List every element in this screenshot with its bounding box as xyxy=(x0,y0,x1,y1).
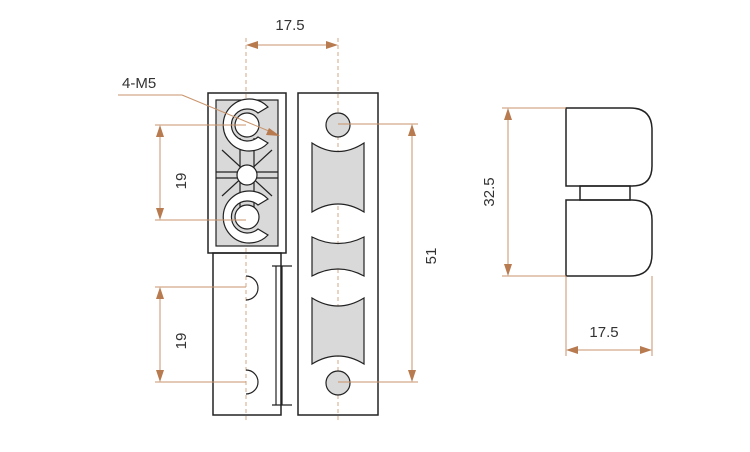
dim-upper-holes: 19 xyxy=(155,124,246,221)
left-lower-leaf-outline xyxy=(212,252,282,416)
dim-side-width: 17.5 xyxy=(565,276,653,356)
right-knuckle-2 xyxy=(311,236,365,278)
right-bottom-hole xyxy=(325,370,351,396)
lower-top-slot xyxy=(245,275,259,301)
left-lower-leaf xyxy=(212,252,292,416)
side-middle-gap xyxy=(579,185,631,201)
side-lower-block xyxy=(565,199,653,277)
thread-callout: 4-M5 xyxy=(118,75,280,136)
side-upper-block xyxy=(565,107,653,187)
thread-label: 4-M5 xyxy=(122,75,156,92)
dim-top-width: 17.5 xyxy=(246,17,338,49)
bottom-screw-hole xyxy=(234,204,260,230)
left-upper-leaf xyxy=(207,92,287,254)
lower-bottom-slot xyxy=(245,369,259,395)
right-leaf-outline xyxy=(297,92,379,416)
dim-lower-holes: 19 xyxy=(155,286,246,383)
middle-screw-hole xyxy=(236,164,258,186)
bottom-c-ring xyxy=(222,190,269,244)
right-top-hole xyxy=(325,112,351,138)
dim-side-height: 32.5 xyxy=(481,107,566,277)
right-knuckle-3 xyxy=(311,296,365,366)
upper-hole-spacing-label: 19 xyxy=(173,173,190,190)
front-view: 17.5 4-M5 19 19 xyxy=(118,17,440,420)
right-knuckle-1 xyxy=(311,141,365,214)
dim-overall-height: 51 xyxy=(338,123,440,383)
side-width-label: 17.5 xyxy=(589,324,618,341)
overall-height-label: 51 xyxy=(423,248,440,265)
side-view: 32.5 17.5 xyxy=(481,107,653,356)
lower-hole-spacing-label: 19 xyxy=(173,333,190,350)
top-c-ring xyxy=(222,98,269,152)
side-height-label: 32.5 xyxy=(481,177,498,206)
right-leaf xyxy=(297,92,379,416)
top-width-label: 17.5 xyxy=(275,17,304,34)
